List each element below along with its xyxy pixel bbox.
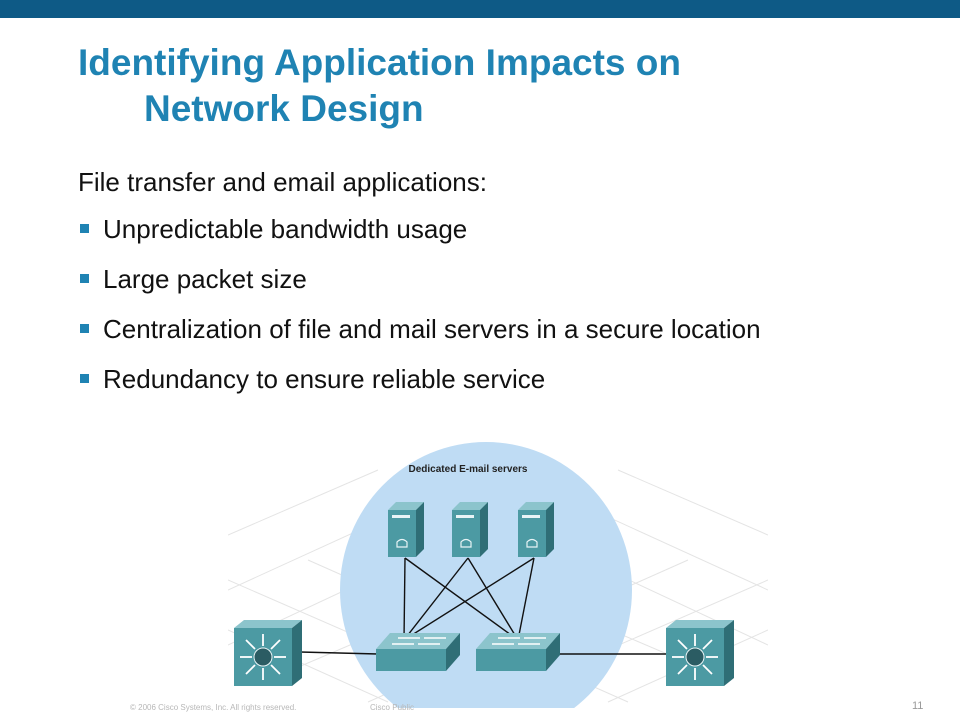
mail-server-icon: [518, 502, 554, 557]
mail-server-icon: [452, 502, 488, 557]
multilayer-switch-icon: [666, 620, 734, 686]
switch-icon: [376, 633, 460, 671]
bullet-text: Redundancy to ensure reliable service: [103, 364, 546, 394]
diagram-label: Dedicated E-mail servers: [409, 464, 528, 475]
bullet-item: Centralization of file and mail servers …: [78, 314, 838, 344]
mail-server-icon: [388, 502, 424, 557]
slide-title: Identifying Application Impacts on Netwo…: [78, 40, 681, 132]
intro-text: File transfer and email applications:: [78, 167, 487, 197]
bullet-text: Centralization of file and mail servers …: [103, 314, 761, 344]
switch-icon: [476, 633, 560, 671]
square-bullet-icon: [80, 324, 89, 333]
bullet-text: Large packet size: [103, 264, 307, 294]
link-lines: [299, 557, 666, 655]
square-bullet-icon: [80, 224, 89, 233]
title-line-1: Identifying Application Impacts on: [78, 42, 681, 83]
header-bar: [0, 0, 960, 18]
copyright-text: © 2006 Cisco Systems, Inc. All rights re…: [130, 703, 297, 712]
bullet-item: Redundancy to ensure reliable service: [78, 364, 838, 394]
bullet-item: Large packet size: [78, 264, 838, 294]
title-line-2: Network Design: [144, 88, 424, 129]
page-number: 11: [912, 700, 924, 712]
bullet-list: Unpredictable bandwidth usage Large pack…: [78, 214, 838, 414]
multilayer-switch-icon: [234, 620, 302, 686]
bullet-item: Unpredictable bandwidth usage: [78, 214, 838, 244]
square-bullet-icon: [80, 274, 89, 283]
classification-text: Cisco Public: [370, 703, 415, 712]
network-diagram: Dedicated E-mail servers: [228, 442, 768, 708]
bullet-text: Unpredictable bandwidth usage: [103, 214, 468, 244]
square-bullet-icon: [80, 374, 89, 383]
